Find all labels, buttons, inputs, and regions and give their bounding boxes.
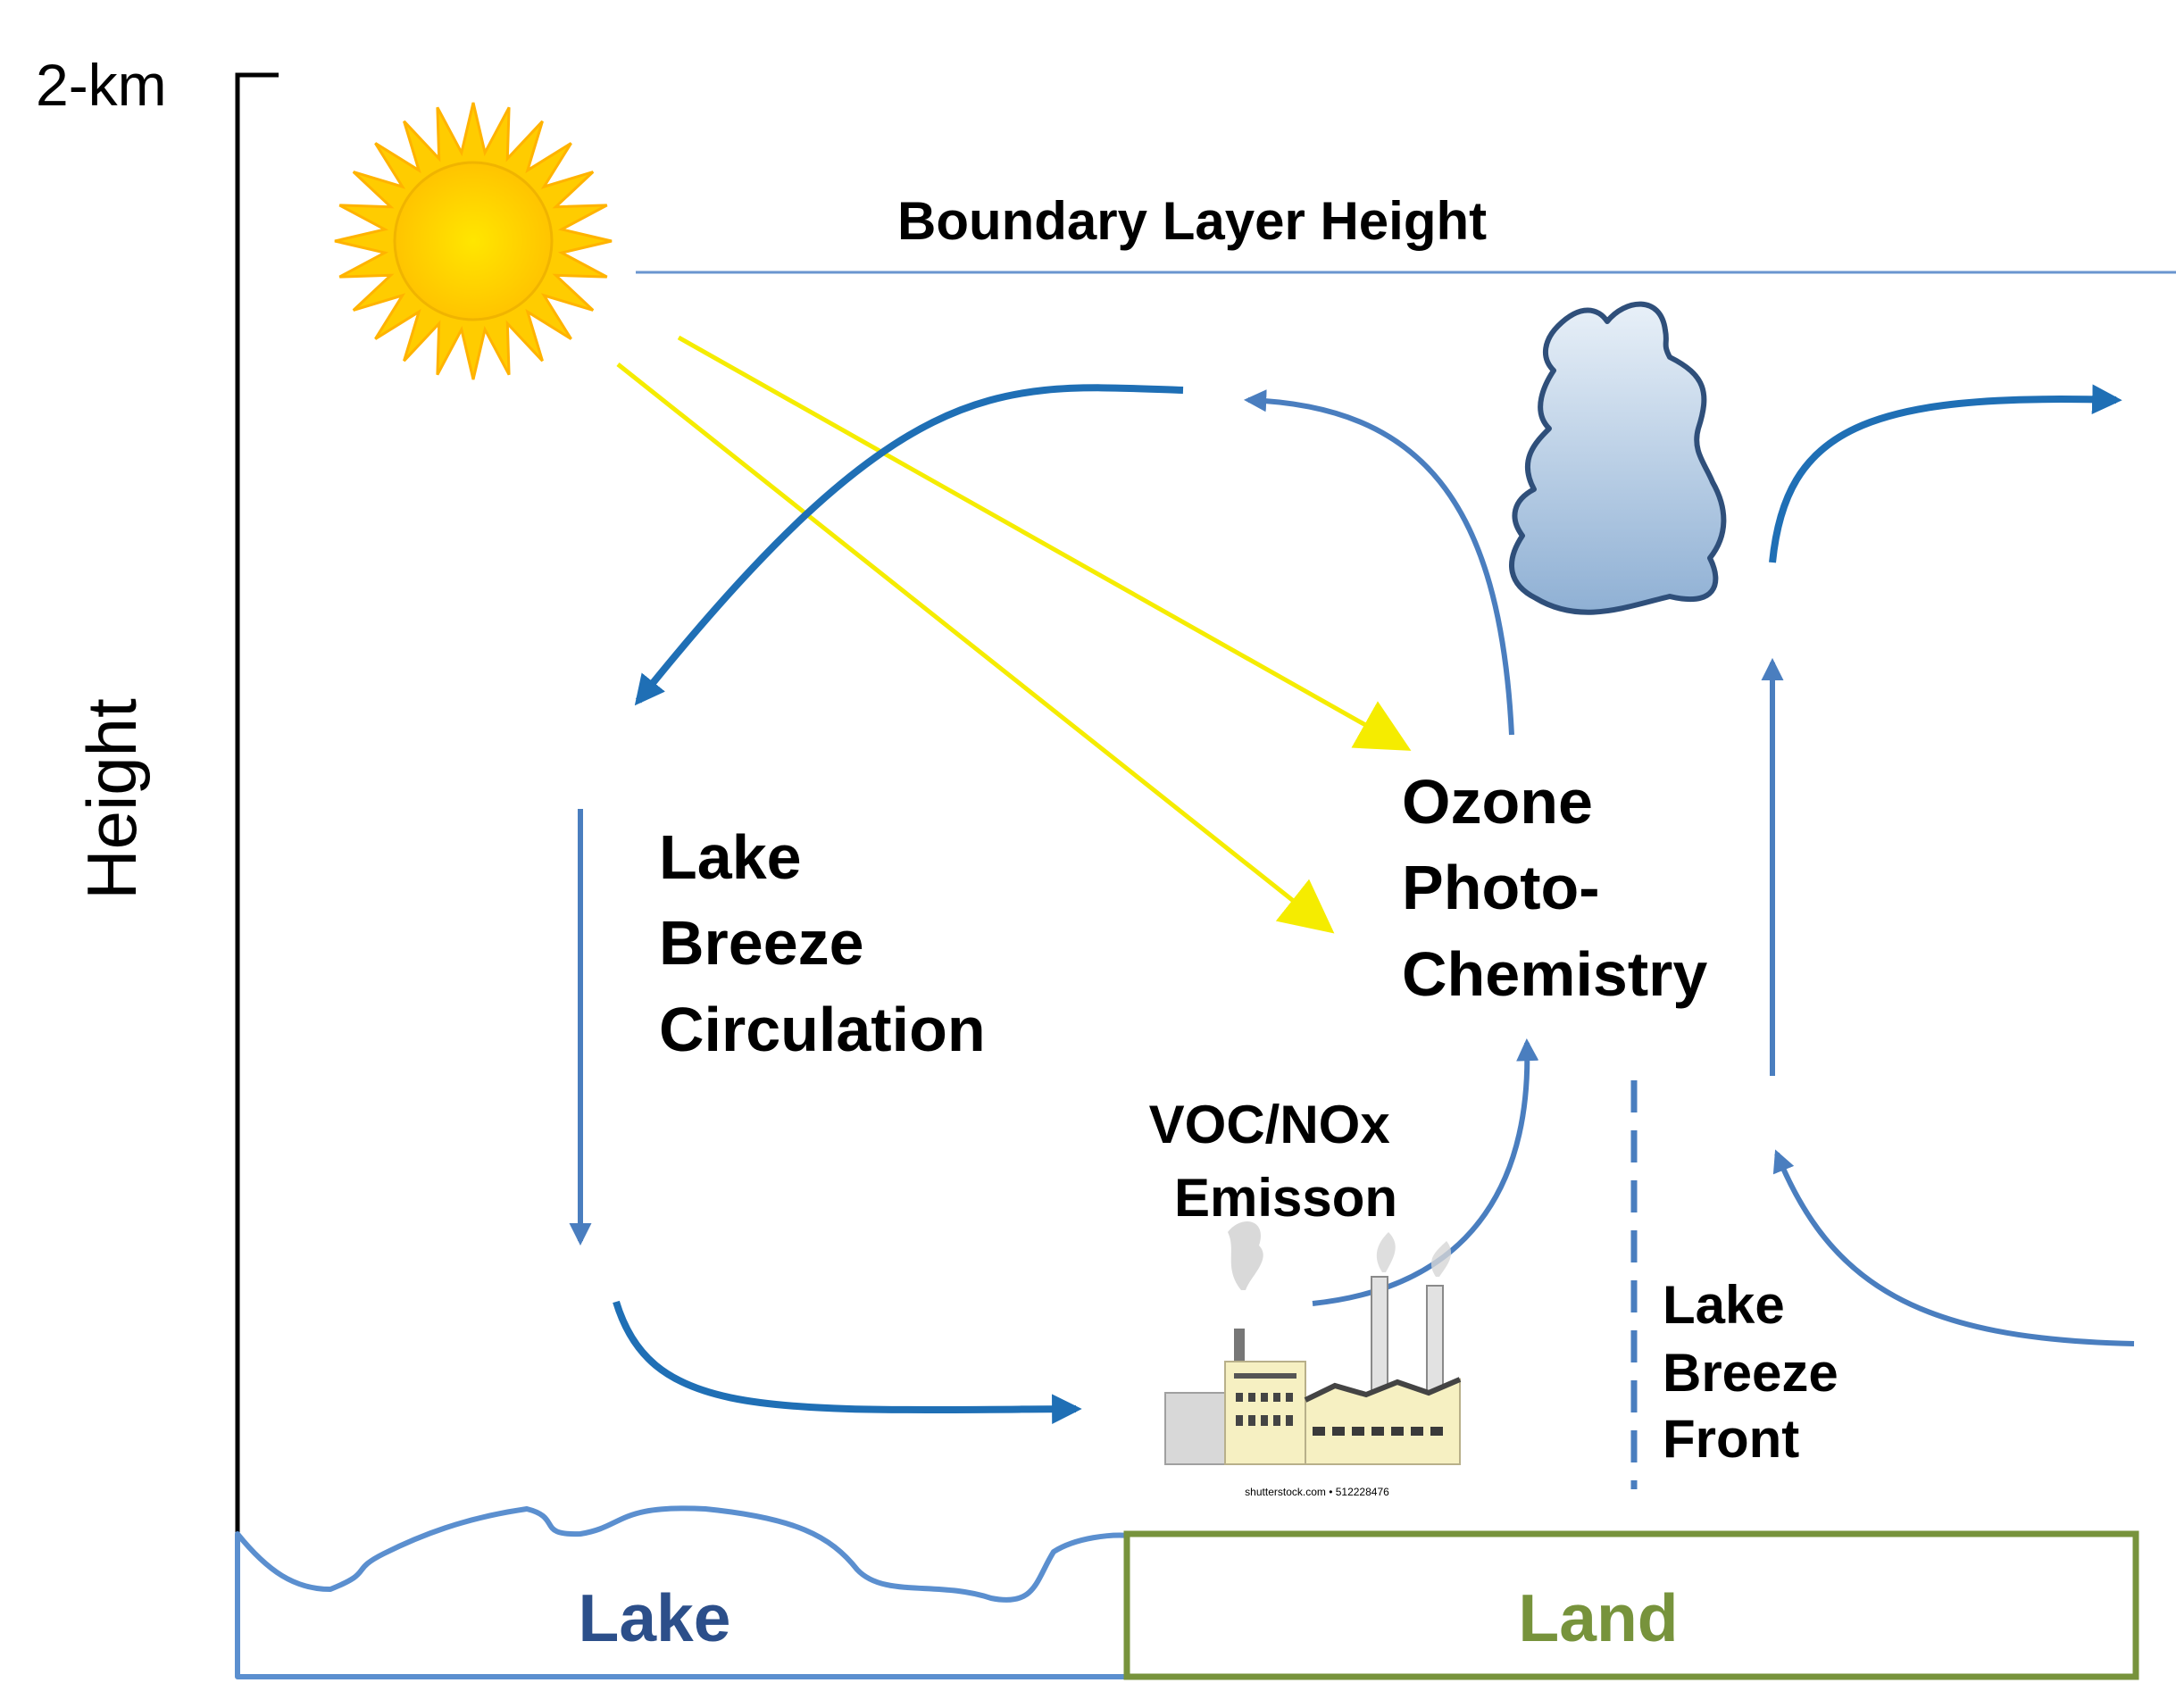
descending-return-arrow [634, 384, 1184, 706]
ozone-label: Ozone Photo- Chemistry [1402, 767, 1707, 1009]
front-label-line-1: Lake [1663, 1275, 1785, 1335]
emission-label-line-2: Emisson [1174, 1168, 1397, 1228]
circulation-label-line-1: Lake [659, 822, 802, 892]
lake-boundary [235, 1505, 1132, 1679]
circulation-label-line-2: Breeze [659, 908, 864, 978]
front-label-line-2: Breeze [1663, 1343, 1838, 1403]
circulation-label-line-3: Circulation [659, 995, 986, 1064]
cloud-icon [1509, 301, 1727, 615]
front-label: Lake Breeze Front [1663, 1275, 1853, 1469]
axis-y-label: Height [72, 698, 151, 900]
boundary-layer-label: Boundary Layer Height [897, 191, 1487, 251]
ozone-label-line-1: Ozone [1402, 767, 1593, 837]
front-label-line-3: Front [1663, 1409, 1799, 1469]
emission-label: VOC/NOx Emisson [1149, 1095, 1405, 1228]
inland-surface-return-arrow [1772, 1149, 2135, 1346]
sun-icon [334, 102, 613, 380]
circulation-label: Lake Breeze Circulation [659, 822, 986, 1064]
sun-ray-arrow-lower [616, 362, 1335, 934]
land-label: Land [1518, 1580, 1678, 1655]
lake-label: Lake [579, 1580, 731, 1655]
height-axis-line [235, 72, 279, 1545]
outflow-aloft-arrow [1769, 384, 2122, 563]
ozone-updraft-arrow [1243, 389, 1514, 736]
land-box [1123, 1530, 2139, 1680]
factory-icon [1164, 1221, 1462, 1465]
ozone-label-line-3: Chemistry [1402, 939, 1707, 1009]
ozone-label-line-2: Photo- [1402, 853, 1600, 922]
surface-onshore-arrow [613, 1300, 1082, 1424]
factory-watermark: shutterstock.com • 512228476 [1245, 1486, 1389, 1498]
emission-label-line-1: VOC/NOx [1149, 1095, 1390, 1154]
sun-ray-arrow-upper [677, 335, 1412, 751]
axis-top-label: 2-km [36, 52, 167, 118]
height-axis: 2-km Height [36, 52, 279, 1545]
